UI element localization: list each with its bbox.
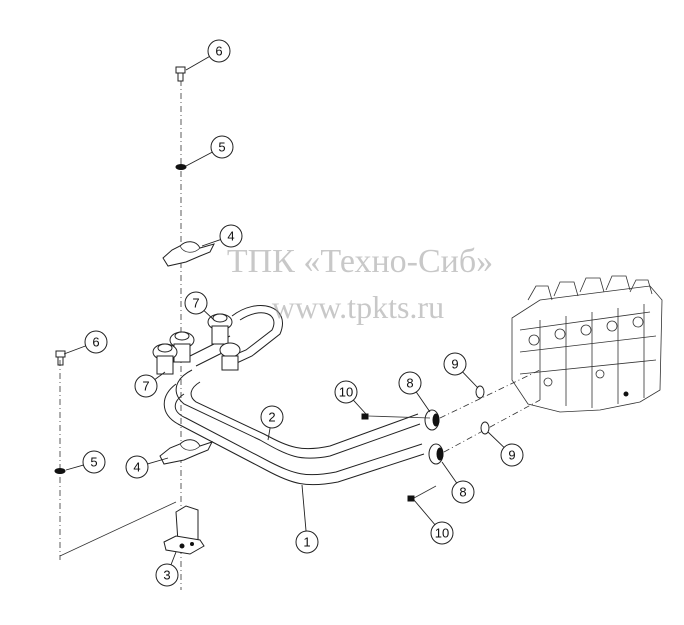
- callout-circle: [443, 352, 467, 376]
- callout-leader-line: [353, 399, 367, 415]
- callout-circle: [430, 521, 454, 545]
- callout-c5b: 5: [65, 450, 106, 474]
- callout-number: 7: [192, 296, 199, 311]
- callout-leader-line: [185, 151, 213, 167]
- callout-c7a: 7: [184, 291, 215, 321]
- watermark-company: ТПК «Техно-Сиб»: [227, 243, 493, 280]
- callout-leader-line: [154, 371, 166, 380]
- callout-leader-line: [203, 310, 215, 321]
- callout-circle: [398, 371, 422, 395]
- callout-circle: [134, 374, 158, 398]
- callout-circle: [184, 291, 208, 315]
- callout-circle: [295, 530, 319, 554]
- callout-c6b: 6: [63, 330, 108, 355]
- callout-c2: 2: [260, 405, 284, 441]
- callout-c9b: 9: [487, 431, 524, 467]
- callout-number: 4: [133, 460, 140, 475]
- callout-number: 8: [406, 376, 413, 391]
- callout-leader-line: [487, 431, 505, 448]
- callout-number: 5: [218, 140, 225, 155]
- callout-leader-line: [185, 56, 210, 71]
- callout-circle: [82, 450, 106, 474]
- callout-leader-line: [441, 461, 458, 484]
- callout-leader-line: [415, 391, 431, 413]
- callout-leader-line: [170, 551, 177, 565]
- callout-circle: [334, 380, 358, 404]
- screw-part-upper: [361, 413, 431, 420]
- o-ring-part-upper: [475, 385, 485, 399]
- callout-leader-line: [63, 345, 86, 355]
- watermark-url: www.tpkts.ru: [272, 289, 444, 325]
- valve-block: [511, 275, 663, 413]
- callout-number: 6: [215, 44, 222, 59]
- callout-circle: [451, 480, 475, 504]
- callout-c5a: 5: [185, 135, 234, 167]
- callout-circle: [219, 224, 243, 248]
- callout-circle: [155, 563, 179, 587]
- callout-c9a: 9: [443, 352, 479, 389]
- callout-circle: [500, 443, 524, 467]
- clamp-part-bottom: [159, 439, 213, 465]
- callout-leader-line: [413, 499, 436, 525]
- callout-number: 6: [92, 335, 99, 350]
- callout-leader-line: [462, 371, 479, 389]
- callout-number: 2: [268, 410, 275, 425]
- callout-leader-line: [301, 484, 307, 532]
- callout-circle: [210, 135, 234, 159]
- callout-c1: 1: [295, 484, 319, 554]
- callout-c10a: 10: [334, 380, 367, 415]
- flange-part-upper: [424, 369, 541, 431]
- callout-layer: 6 5 4 7 6 7 10 8 9 2 9 5 4 8 1 10 3: [63, 39, 524, 587]
- callout-circle: [125, 455, 149, 479]
- screw-part-lower: [407, 485, 437, 502]
- callout-leader-line: [201, 239, 221, 247]
- callout-number: 5: [90, 455, 97, 470]
- washer-part-left: [54, 468, 66, 474]
- bolt-part-left: [55, 350, 66, 366]
- callout-circle: [84, 330, 108, 354]
- callout-number: 1: [303, 535, 310, 550]
- bolt-part-top: [175, 66, 186, 82]
- callout-leader-line: [267, 427, 271, 441]
- callout-number: 7: [142, 379, 149, 394]
- o-ring-part-lower: [480, 421, 490, 435]
- callout-number: 8: [459, 485, 466, 500]
- fitting-part-lower: [152, 342, 241, 375]
- callout-number: 10: [435, 526, 449, 541]
- callout-c8a: 8: [398, 371, 431, 413]
- callout-number: 3: [163, 568, 170, 583]
- callout-number: 4: [227, 229, 234, 244]
- callout-c4a: 4: [201, 224, 243, 248]
- washer-part-top: [175, 164, 187, 170]
- callout-number: 9: [451, 357, 458, 372]
- callout-circle: [207, 39, 231, 63]
- callout-number: 10: [339, 385, 353, 400]
- callout-leader-line: [65, 464, 84, 471]
- fitting-part-upper: [169, 313, 233, 363]
- pipe-assembly: [163, 305, 425, 486]
- callout-c4b: 4: [125, 455, 169, 479]
- clamp-part-top: [162, 241, 215, 267]
- callout-c7b: 7: [134, 371, 166, 398]
- callout-c3: 3: [155, 551, 179, 587]
- callout-number: 9: [508, 448, 515, 463]
- bracket-part: [163, 505, 205, 555]
- callout-leader-line: [147, 457, 169, 465]
- callout-c6a: 6: [185, 39, 231, 71]
- callout-circle: [260, 405, 284, 429]
- callout-c10b: 10: [413, 499, 454, 545]
- callout-c8b: 8: [441, 461, 475, 504]
- flange-part-lower: [428, 399, 541, 465]
- axis-line-diagonal: [59, 501, 177, 557]
